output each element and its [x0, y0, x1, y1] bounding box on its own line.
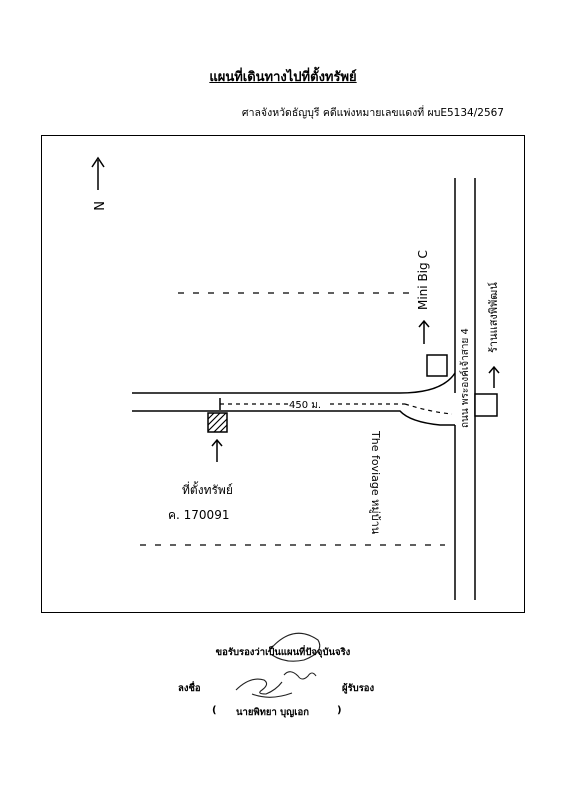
- distance-label: 450 ม.: [289, 400, 321, 411]
- landmark-village-label: The foviage หมู่บ้าน: [369, 430, 382, 535]
- landmark-minibigc-label: Mini Big C: [416, 250, 430, 310]
- signer-name: นายพิทยา บุญเอก: [236, 707, 309, 718]
- main-road: [454, 178, 476, 600]
- property-arrow-icon: [211, 438, 223, 462]
- north-arrow-icon: [91, 156, 105, 190]
- north-label: N: [90, 201, 105, 211]
- map-frame: [41, 135, 525, 613]
- deed-number: ค. 170091: [168, 508, 229, 522]
- sign-label: ลงชื่อ: [178, 683, 201, 694]
- main-road-label: ถนน พระองค์เจ้าสาย 4: [459, 328, 471, 428]
- map-title: แผนที่เดินทางไปที่ตั้งทรัพย์: [209, 70, 357, 85]
- minibigc-building: [426, 354, 448, 377]
- certifier-label: ผู้รับรอง: [342, 683, 375, 694]
- minibigc-arrow-icon: [418, 319, 430, 344]
- certification-text: ขอรับรองว่าเป็นแผนที่ปัจจุบันจริง: [215, 647, 351, 658]
- shop-building: [474, 393, 498, 417]
- landmark-shop-label: ร้านแสงพิพัฒน์: [487, 282, 500, 353]
- paren-close: ): [337, 705, 342, 716]
- case-reference: ศาลจังหวัดธัญบุรี คดีแพ่งหมายเลขแดงที่ ผ…: [241, 107, 504, 119]
- property-label: ที่ตั้งทรัพย์: [182, 481, 233, 497]
- property-marker: [207, 412, 228, 433]
- shop-arrow-icon: [488, 365, 500, 388]
- paren-open: (: [212, 705, 217, 716]
- side-road: [132, 372, 456, 426]
- signature-mark: [235, 632, 321, 698]
